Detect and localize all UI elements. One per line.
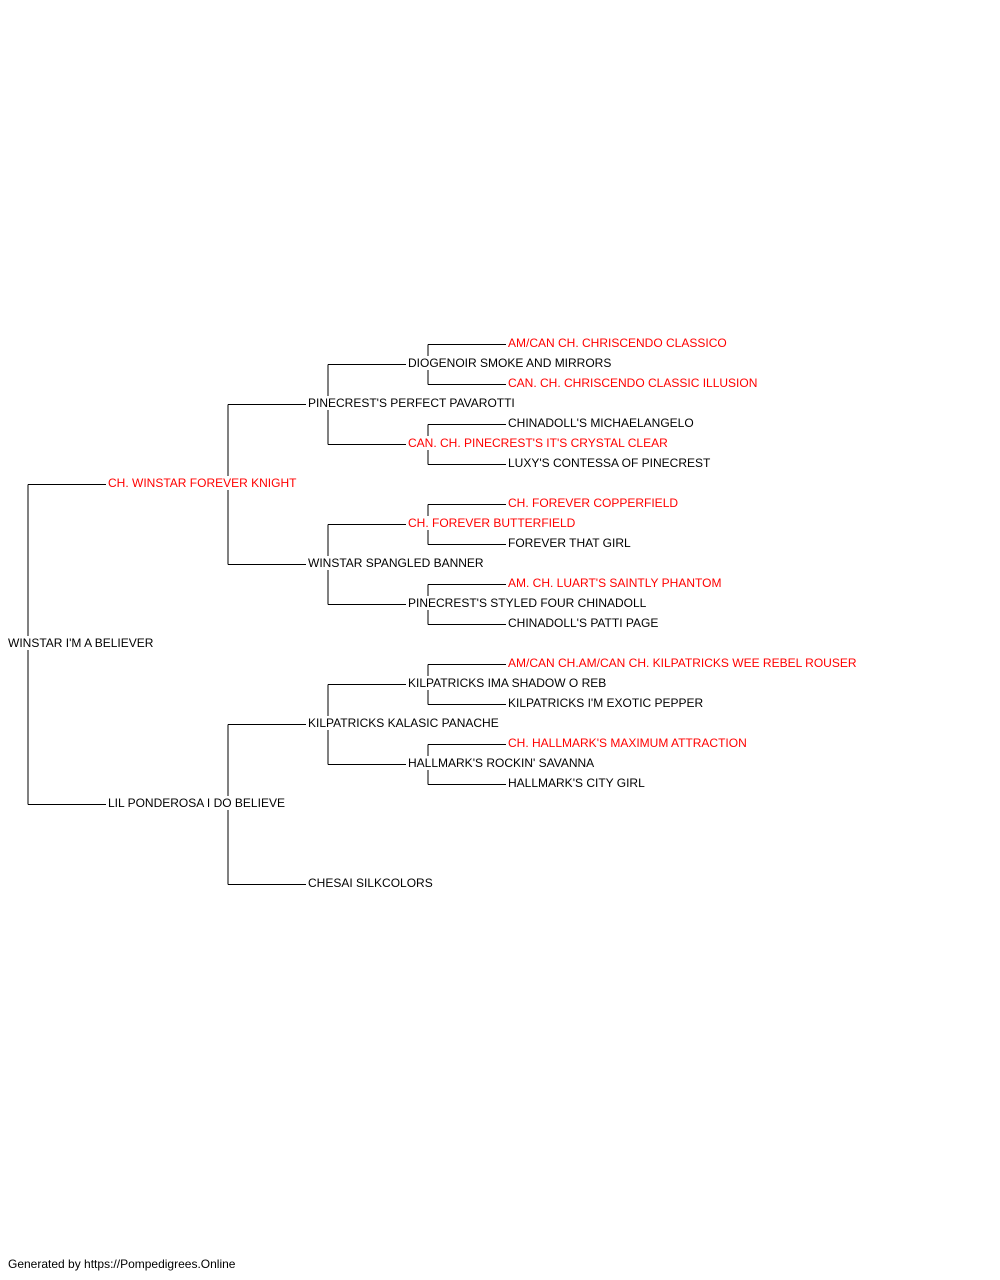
footer-credit: Generated by https://Pompedigrees.Online [8,1257,236,1271]
dog-name: HALLMARK'S ROCKIN' SAVANNA [408,756,597,770]
dog-name: HALLMARK'S CITY GIRL [508,776,647,790]
dog-name: LIL PONDEROSA I DO BELIEVE [108,796,287,810]
dog-name: WINSTAR I'M A BELIEVER [8,636,156,650]
dog-name: AM/CAN CH.AM/CAN CH. KILPATRICKS WEE REB… [508,656,859,670]
dog-name: CHESAI SILKCOLORS [308,876,435,890]
dog-name: CH. WINSTAR FOREVER KNIGHT [108,476,299,490]
dog-name: PINECREST'S PERFECT PAVAROTTI [308,396,517,410]
dog-name: WINSTAR SPANGLED BANNER [308,556,486,570]
dog-name: KILPATRICKS IMA SHADOW O REB [408,676,609,690]
dog-name: CH. FOREVER COPPERFIELD [508,496,681,510]
dog-name: CHINADOLL'S MICHAELANGELO [508,416,696,430]
dog-name: LUXY'S CONTESSA OF PINECREST [508,456,713,470]
dog-name: CH. FOREVER BUTTERFIELD [408,516,578,530]
dog-name: CHINADOLL'S PATTI PAGE [508,616,661,630]
dog-name: CAN. CH. CHRISCENDO CLASSIC ILLUSION [508,376,760,390]
dog-name: PINECREST'S STYLED FOUR CHINADOLL [408,596,649,610]
dog-name: KILPATRICKS I'M EXOTIC PEPPER [508,696,706,710]
dog-name: CAN. CH. PINECREST'S IT'S CRYSTAL CLEAR [408,436,670,450]
dog-name: AM. CH. LUART'S SAINTLY PHANTOM [508,576,724,590]
dog-name: FOREVER THAT GIRL [508,536,633,550]
dog-name: CH. HALLMARK'S MAXIMUM ATTRACTION [508,736,749,750]
dog-name: AM/CAN CH. CHRISCENDO CLASSICO [508,336,729,350]
dog-name: DIOGENOIR SMOKE AND MIRRORS [408,356,614,370]
dog-name: KILPATRICKS KALASIC PANACHE [308,716,501,730]
